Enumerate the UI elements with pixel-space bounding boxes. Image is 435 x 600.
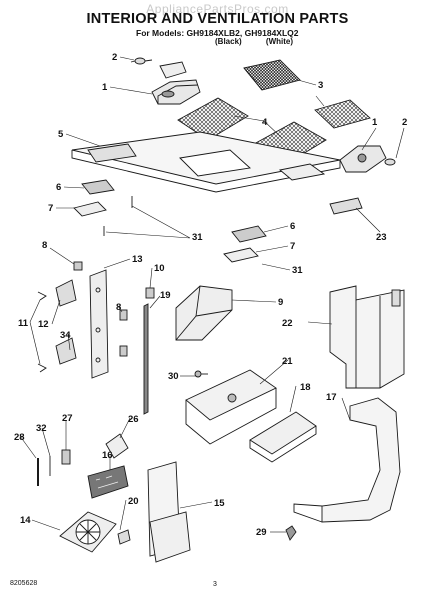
callout-32: 32 [36, 423, 47, 434]
callout-16: 16 [102, 450, 113, 461]
part-2-bulb-right [384, 158, 396, 166]
part-27-thermal-cutout [61, 449, 71, 465]
part-8-switches [73, 261, 128, 357]
variant-black: (Black) [215, 37, 242, 46]
part-31-screws-left [103, 196, 133, 236]
part-30-screw [194, 370, 208, 378]
callout-2-right: 2 [402, 117, 407, 128]
page-title: INTERIOR AND VENTILATION PARTS [86, 11, 349, 27]
callout-4: 4 [262, 117, 268, 128]
part-11-springs [37, 291, 47, 373]
callout-18: 18 [300, 382, 311, 393]
callout-7-left: 7 [48, 203, 53, 214]
document-number: 8205628 [10, 580, 38, 587]
part-5-bottom-plate [71, 131, 341, 193]
callout-8-top: 8 [42, 240, 47, 251]
part-29-fastener [285, 525, 297, 541]
callout-27: 27 [62, 413, 73, 424]
part-7-cover-left [73, 201, 107, 217]
part-19-door-seal [143, 303, 149, 415]
callout-labels: 1 2 3 4 5 6 7 1 2 6 7 31 31 23 8 13 10 1… [14, 52, 407, 538]
part-22-vent-housing [329, 285, 405, 389]
part-lens-top-left [159, 61, 187, 79]
part-12-latch-levers [55, 279, 77, 365]
callout-31-left: 31 [192, 232, 203, 243]
page-number: 3 [213, 581, 217, 588]
callout-12: 12 [38, 319, 49, 330]
callout-22: 22 [282, 318, 293, 329]
callout-15: 15 [214, 498, 225, 509]
callout-10: 10 [154, 263, 165, 274]
callout-1-left: 1 [102, 82, 108, 93]
part-1-light-housing-left [151, 79, 201, 105]
callout-28: 28 [14, 432, 25, 443]
part-6-plate-left [81, 179, 115, 195]
callout-1-right: 1 [372, 117, 378, 128]
callout-6-left: 6 [56, 182, 61, 193]
part-13-latch-bar [89, 269, 109, 379]
model-variants: (Black) (White) [215, 37, 315, 46]
watermark: AppliancePartsPros.com [146, 2, 289, 16]
callout-2-left: 2 [112, 52, 117, 63]
part-9-air-duct [175, 285, 233, 341]
callout-19: 19 [160, 290, 171, 301]
callout-17: 17 [326, 392, 337, 403]
part-14-cooling-fan [59, 511, 117, 553]
callout-11: 11 [18, 318, 29, 329]
callout-21: 21 [282, 356, 293, 367]
models-line: For Models: GH9184XLB2, GH9184XLQ2 [136, 28, 299, 38]
callout-20: 20 [128, 496, 139, 507]
part-26-capacitor [105, 433, 129, 459]
part-21-control-bracket [185, 369, 277, 445]
callout-8-mid: 8 [116, 302, 121, 313]
part-10-switch [145, 287, 155, 299]
part-1-light-housing-right [339, 145, 387, 173]
part-6-plate-right [231, 225, 267, 243]
callout-7-right: 7 [290, 241, 295, 252]
part-3-charcoal-filters [243, 59, 371, 129]
callout-5: 5 [58, 129, 64, 140]
callout-23: 23 [376, 232, 387, 243]
callout-34: 34 [60, 330, 71, 341]
part-17-fan-shroud [293, 397, 401, 523]
callout-14: 14 [20, 515, 31, 526]
callout-26: 26 [128, 414, 139, 425]
variant-white: (White) [265, 37, 294, 46]
part-18-base-bracket [249, 411, 317, 463]
part-2-bulb-left [130, 57, 153, 65]
callout-9: 9 [278, 297, 283, 308]
part-20-fuse [117, 529, 131, 545]
callout-3: 3 [318, 80, 323, 91]
callout-leaders [19, 56, 405, 533]
callout-13: 13 [132, 254, 143, 265]
callout-29: 29 [256, 527, 267, 538]
part-15-vent-bracket [147, 461, 191, 563]
part-23-sensor [329, 197, 363, 215]
callout-31-right: 31 [292, 265, 303, 276]
part-7-cover-right [223, 247, 259, 263]
part-16-control-board [87, 465, 129, 499]
callout-6-right: 6 [290, 221, 295, 232]
callout-30: 30 [168, 371, 179, 382]
